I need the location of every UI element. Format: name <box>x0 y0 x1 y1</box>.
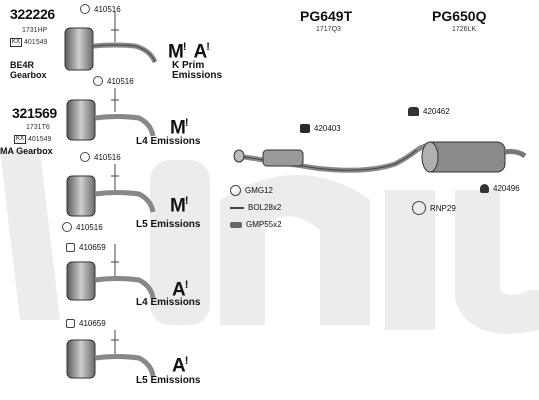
kx-code: 401549 <box>24 39 48 46</box>
gasket-icon <box>66 243 75 252</box>
gasket-icon <box>66 319 75 328</box>
part-ref-410516-a: 410516 <box>80 4 121 14</box>
o-ring-icon <box>80 152 90 162</box>
cat-assembly-5 <box>66 339 156 379</box>
pipe-title-pg650q: PG650Q <box>432 8 487 24</box>
m-badge: M! <box>170 117 188 139</box>
part-code-321569: 321569 <box>12 105 57 121</box>
emission-badge-group: M! A! <box>168 38 210 63</box>
a-badge: A! <box>172 355 188 377</box>
part-ref-420462: 420462 <box>408 107 450 116</box>
kx-code: 401549 <box>28 136 52 143</box>
part-ref-410516-b: 410516 <box>93 76 134 86</box>
cat-assembly-1 <box>64 27 158 71</box>
o-ring-icon <box>62 222 72 232</box>
part-ref-410659-a: 410659 <box>66 243 106 252</box>
exhaust-system-drawing <box>233 141 527 173</box>
part-subcode: 1731HP <box>22 27 48 34</box>
part-ref-gmp55x2: GMP55x2 <box>230 220 282 229</box>
part-ref-420496: 420496 <box>480 184 520 193</box>
pipe-subcode: 1726LK <box>452 26 477 33</box>
kx-reference: KX 401549 <box>10 38 47 47</box>
bolt-icon <box>230 206 244 209</box>
part-ref-gmg12: GMG12 <box>230 185 273 196</box>
a-badge: A! <box>172 279 188 301</box>
o-ring-icon <box>412 201 426 215</box>
rear-silencer-pg650q <box>415 141 527 173</box>
hanger-icon <box>408 107 419 116</box>
kx-reference: KX 401549 <box>14 135 51 144</box>
part-ref-420403: 420403 <box>300 124 341 133</box>
cat-assembly-4 <box>66 261 156 301</box>
kx-badge: KX <box>10 38 23 47</box>
gearbox-label: MA Gearbox <box>0 146 53 156</box>
pipe-title-pg649t: PG649T <box>300 8 353 24</box>
pipe-subcode: 1717Q3 <box>316 26 341 33</box>
clamp-icon <box>230 221 242 228</box>
emissions-label-l4: L4 Emissions <box>136 297 201 308</box>
o-ring-icon <box>230 185 241 196</box>
emissions-label-l5: L5 Emissions <box>136 219 201 230</box>
part-subcode: 1731T6 <box>26 124 50 131</box>
catalytic-converter-assemblies <box>64 12 158 379</box>
bracket-icon <box>480 184 489 193</box>
part-ref-rnp29: RNP29 <box>412 201 456 215</box>
cat-assembly-3 <box>66 175 156 217</box>
a-badge: A! <box>193 41 210 63</box>
part-ref-410516-d: 410516 <box>62 222 103 232</box>
part-ref-410659-b: 410659 <box>66 319 106 328</box>
emissions-label-l5: L5 Emissions <box>136 375 201 386</box>
cat-assembly-2 <box>66 99 156 141</box>
o-ring-icon <box>93 76 103 86</box>
emissions-label-l4: L4 Emissions <box>136 136 201 147</box>
emissions-label-k-prim: K Prim Emissions <box>172 60 223 81</box>
o-ring-icon <box>80 4 90 14</box>
m-badge: M! <box>168 41 186 63</box>
part-ref-410516-c: 410516 <box>80 152 121 162</box>
rubber-mount-icon <box>300 124 310 133</box>
kx-badge: KX <box>14 135 27 144</box>
part-code-322226: 322226 <box>10 6 55 22</box>
gearbox-label: BE4R Gearbox <box>10 60 47 80</box>
middle-pipe-pg649t <box>233 148 419 173</box>
part-ref-bol28x2: BOL28x2 <box>230 203 281 212</box>
m-badge: M! <box>170 195 188 217</box>
